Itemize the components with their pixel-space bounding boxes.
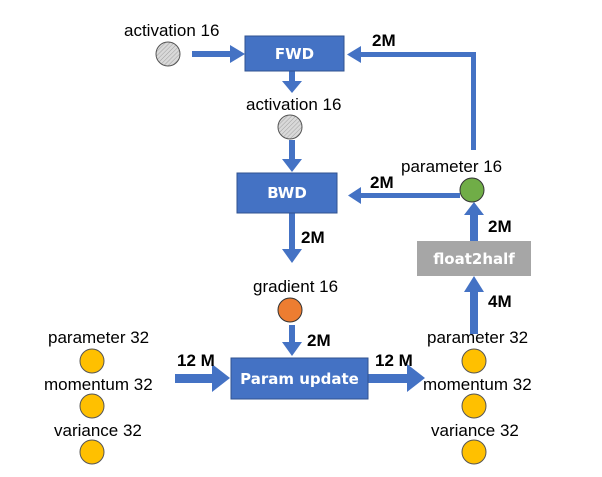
fwd-box-label: FWD [275, 45, 314, 63]
left-momentum32-label: momentum 32 [44, 375, 153, 394]
parameter16-label: parameter 16 [401, 157, 502, 176]
left-parameter32-circle [79, 348, 105, 374]
edge-label-grad-to-update: 2M [307, 331, 331, 350]
arrow-activation-to-fwd [192, 45, 245, 63]
arrows [175, 45, 484, 392]
edge-label-to-fwd: 2M [372, 31, 396, 50]
right-momentum32-label: momentum 32 [423, 375, 532, 394]
left-variance32-circle [79, 439, 105, 465]
float2half-box[interactable]: float2half [417, 241, 531, 276]
edge-label-left-in: 12 M [177, 351, 215, 370]
right-parameter32-circle [461, 348, 487, 374]
left-variance32-label: variance 32 [54, 421, 142, 440]
arrow-update-to-right [368, 364, 425, 392]
fwd-box[interactable]: FWD [244, 35, 345, 72]
arrow-fwd-to-activation [282, 70, 302, 93]
right-variance32-circle [461, 439, 487, 465]
parameter16-circle [459, 177, 485, 203]
arrow-bwd-to-gradient [282, 213, 302, 263]
arrow-left-to-update [175, 364, 230, 392]
edge-label-to-bwd: 2M [370, 173, 394, 192]
gradient-circle [277, 297, 303, 323]
param-update-box[interactable]: Param update [230, 357, 369, 400]
arrow-activation-to-bwd [282, 140, 302, 172]
gradient-label: gradient 16 [253, 277, 338, 296]
edge-label-f2h-to-param16: 2M [488, 217, 512, 236]
left-parameter32-label: parameter 32 [48, 328, 149, 347]
bwd-box-label: BWD [267, 184, 307, 202]
right-variance32-label: variance 32 [431, 421, 519, 440]
arrow-float2half-to-param16 [464, 202, 484, 241]
arrow-param16-to-bwd [348, 187, 460, 204]
activation-mid-circle [277, 114, 303, 140]
float2half-box-label: float2half [433, 250, 515, 268]
activation-in-label: activation 16 [124, 21, 219, 40]
right-momentum32-circle [461, 393, 487, 419]
arrow-param16-to-fwd [347, 46, 476, 150]
edge-label-p32-to-f2h: 4M [488, 292, 512, 311]
edge-label-right-out: 12 M [375, 351, 413, 370]
arrow-p32-to-float2half [464, 276, 484, 334]
activation-in-circle [155, 41, 181, 67]
arrow-gradient-to-update [282, 325, 302, 356]
left-momentum32-circle [79, 393, 105, 419]
activation-mid-label: activation 16 [246, 95, 341, 114]
right-parameter32-label: parameter 32 [427, 328, 528, 347]
param-update-box-label: Param update [240, 370, 359, 388]
edge-label-bwd-to-update: 2M [301, 228, 325, 247]
bwd-box[interactable]: BWD [236, 172, 338, 214]
